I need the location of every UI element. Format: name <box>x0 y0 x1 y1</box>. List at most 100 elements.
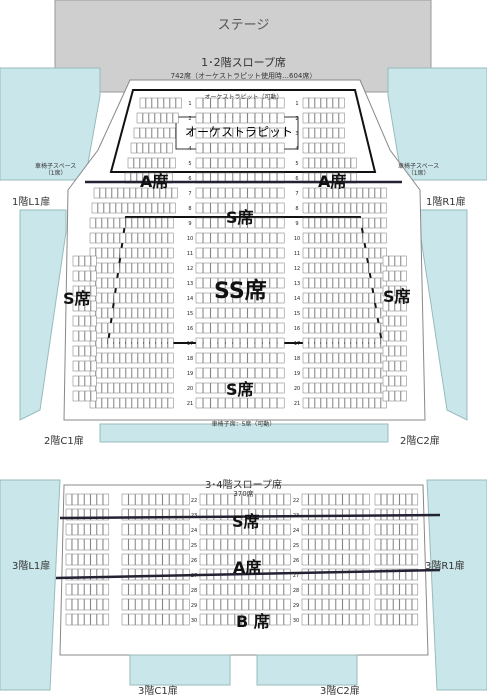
seat <box>128 508 136 521</box>
seat <box>169 127 176 139</box>
row-number: 20 <box>187 386 193 392</box>
seat <box>394 255 401 267</box>
seat <box>167 367 174 379</box>
seat <box>302 322 309 334</box>
seat <box>262 352 270 364</box>
seat <box>240 127 248 139</box>
seat <box>332 322 339 334</box>
seat <box>240 382 248 394</box>
seat <box>380 568 388 581</box>
seat <box>78 583 85 596</box>
seat <box>102 583 110 596</box>
orchestra-pit-outline <box>109 89 377 173</box>
seat <box>137 397 144 409</box>
seat <box>78 523 85 536</box>
seat <box>335 553 343 566</box>
seat <box>90 523 97 536</box>
seat <box>308 232 315 244</box>
seat <box>199 508 207 521</box>
section-a-right: A席 <box>318 172 347 191</box>
seat <box>247 202 255 214</box>
seat <box>142 112 149 124</box>
seat <box>148 493 156 506</box>
seat <box>350 157 357 169</box>
seat <box>240 157 248 169</box>
seat <box>382 345 389 357</box>
seat <box>362 322 369 334</box>
seat <box>225 202 233 214</box>
seat <box>387 553 394 566</box>
seat <box>241 583 249 596</box>
seat <box>210 397 218 409</box>
seat <box>308 538 316 551</box>
seat <box>283 598 291 611</box>
door-c2-2f: 2階C2扉 <box>400 436 440 447</box>
seat <box>350 307 357 319</box>
seat <box>247 382 255 394</box>
seat <box>356 397 363 409</box>
seat <box>203 202 211 214</box>
seat <box>349 598 357 611</box>
seat <box>338 322 345 334</box>
seat <box>90 583 97 596</box>
seat <box>169 613 177 626</box>
floor12-title: 1･2階スロープ席 <box>201 56 286 69</box>
seat <box>254 127 263 139</box>
floor34-wall-left <box>0 479 61 691</box>
seat <box>78 390 85 402</box>
seat <box>107 277 114 289</box>
seat <box>232 217 241 229</box>
seat <box>90 538 97 551</box>
seat <box>199 538 207 551</box>
seat <box>356 322 363 334</box>
seat <box>115 202 122 214</box>
seat <box>388 345 395 357</box>
seat <box>203 232 211 244</box>
seat <box>276 538 284 551</box>
seat <box>182 598 190 611</box>
seat <box>167 397 174 409</box>
section-s-left: S席 <box>63 289 91 308</box>
seat <box>269 397 278 409</box>
seat <box>374 367 381 379</box>
seat <box>344 292 351 304</box>
seat <box>400 390 407 402</box>
seat <box>225 367 233 379</box>
seat <box>344 187 351 199</box>
seat <box>326 292 333 304</box>
seat <box>314 307 321 319</box>
seat <box>254 397 263 409</box>
floor34-wall-right <box>426 479 487 691</box>
seat <box>283 568 291 581</box>
door-c2-3f: 3階C2扉 <box>320 686 360 697</box>
seat <box>332 307 339 319</box>
seat <box>254 277 263 289</box>
seat <box>131 352 138 364</box>
seat <box>161 277 168 289</box>
seat <box>350 292 357 304</box>
seat <box>240 337 248 349</box>
seat <box>203 247 211 259</box>
seat <box>119 262 126 274</box>
seat <box>143 247 150 259</box>
seat <box>203 262 211 274</box>
seat <box>314 337 321 349</box>
seat <box>227 613 235 626</box>
seat <box>356 262 363 274</box>
seat <box>356 232 363 244</box>
seat <box>356 292 363 304</box>
seat <box>162 508 170 521</box>
seat <box>241 553 249 566</box>
seat <box>171 187 178 199</box>
seat <box>277 217 285 229</box>
seat <box>332 217 339 229</box>
seat <box>203 322 211 334</box>
seat <box>240 352 248 364</box>
seat <box>225 187 233 199</box>
seat <box>195 112 204 124</box>
seat <box>387 493 394 506</box>
seat <box>411 613 419 626</box>
seat <box>139 202 146 214</box>
seat <box>101 337 108 349</box>
